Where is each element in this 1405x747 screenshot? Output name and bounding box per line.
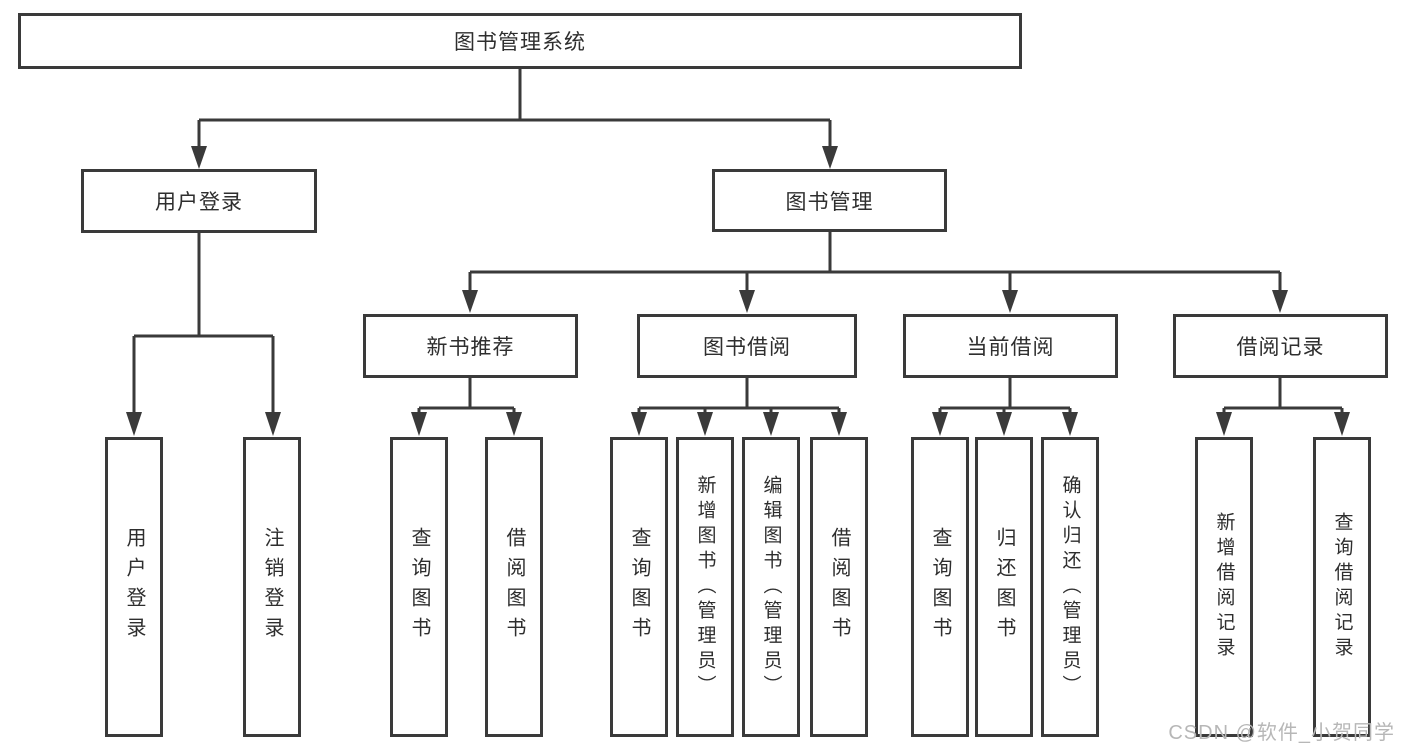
leaf-borrow-query-books-label: 查询图书: [628, 527, 650, 647]
leaf-confirm-return-admin: 确认归还（管理员）: [1041, 437, 1099, 737]
node-new-book-recommend: 新书推荐: [363, 314, 578, 378]
node-book-management: 图书管理: [712, 169, 947, 232]
leaf-add-borrow-record-label: 新增借阅记录: [1213, 512, 1235, 662]
leaf-current-query-books: 查询图书: [911, 437, 969, 737]
leaf-confirm-return-admin-label: 确认归还（管理员）: [1059, 474, 1081, 700]
node-borrowing-records: 借阅记录: [1173, 314, 1388, 378]
node-user-login-branch: 用户登录: [81, 169, 317, 233]
leaf-newbook-query-books: 查询图书: [390, 437, 448, 737]
leaf-edit-books-admin: 编辑图书（管理员）: [742, 437, 800, 737]
leaf-logout: 注销登录: [243, 437, 301, 737]
leaf-borrow-books: 借阅图书: [810, 437, 868, 737]
leaf-logout-label: 注销登录: [261, 527, 283, 647]
leaf-edit-books-admin-label: 编辑图书（管理员）: [760, 474, 782, 700]
leaf-query-borrow-record: 查询借阅记录: [1313, 437, 1371, 737]
leaf-borrow-query-books: 查询图书: [610, 437, 668, 737]
leaf-newbook-borrow-books-label: 借阅图书: [503, 527, 525, 647]
node-current-borrowing: 当前借阅: [903, 314, 1118, 378]
leaf-add-books-admin: 新增图书（管理员）: [676, 437, 734, 737]
leaf-return-books-label: 归还图书: [993, 527, 1015, 647]
leaf-newbook-query-books-label: 查询图书: [408, 527, 430, 647]
leaf-add-borrow-record: 新增借阅记录: [1195, 437, 1253, 737]
leaf-add-books-admin-label: 新增图书（管理员）: [694, 474, 716, 700]
leaf-user-login: 用户登录: [105, 437, 163, 737]
leaf-user-login-label: 用户登录: [123, 527, 145, 647]
leaf-newbook-borrow-books: 借阅图书: [485, 437, 543, 737]
leaf-current-query-books-label: 查询图书: [929, 527, 951, 647]
leaf-query-borrow-record-label: 查询借阅记录: [1331, 512, 1353, 662]
leaf-return-books: 归还图书: [975, 437, 1033, 737]
node-library-system: 图书管理系统: [18, 13, 1022, 69]
node-book-borrowing: 图书借阅: [637, 314, 857, 378]
leaf-borrow-books-label: 借阅图书: [828, 527, 850, 647]
